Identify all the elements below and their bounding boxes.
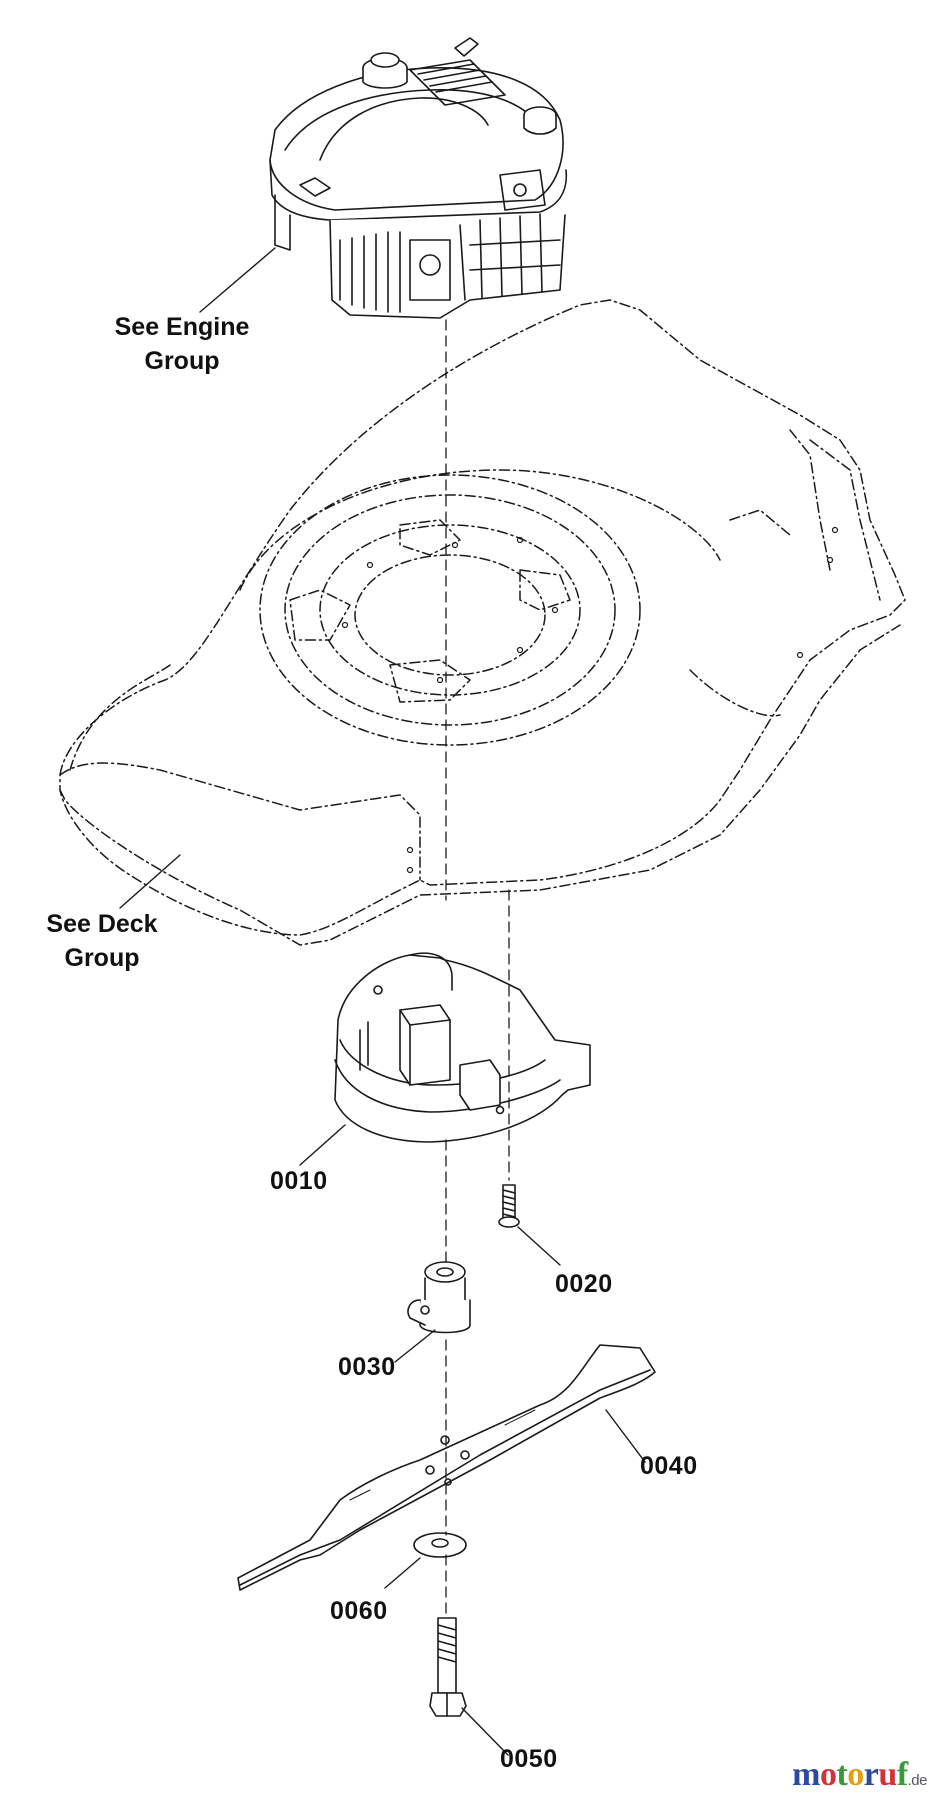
- watermark-letter: m: [792, 1756, 820, 1793]
- blade-adapter-illustration: [394, 1261, 471, 1363]
- part-number-0060: 0060: [330, 1597, 388, 1625]
- watermark-letter: o: [847, 1756, 864, 1793]
- part-number-0050: 0050: [500, 1745, 558, 1773]
- watermark-letter: f: [896, 1756, 908, 1793]
- motoruf-watermark-logo: motoruf.de: [792, 1756, 927, 1794]
- washer-illustration: [384, 1532, 467, 1589]
- engine-group-callout: See Engine Group: [98, 310, 266, 378]
- part-number-0010: 0010: [270, 1167, 328, 1195]
- part-number-0020: 0020: [555, 1270, 613, 1298]
- watermark-letters: motoruf: [792, 1756, 908, 1793]
- watermark-letter: u: [878, 1756, 897, 1793]
- watermark-suffix: .de: [907, 1772, 928, 1789]
- bolt-illustration: [429, 1617, 509, 1756]
- part-number-0040: 0040: [640, 1452, 698, 1480]
- blade-illustration: [237, 1344, 656, 1591]
- deck-group-callout-line1: See Deck: [46, 910, 158, 938]
- blade-adapter-housing-illustration: [299, 952, 591, 1166]
- watermark-letter: o: [819, 1756, 837, 1793]
- deck-group-callout-line2: Group: [64, 944, 140, 972]
- assembly-axis: [445, 319, 510, 1616]
- screw-illustration: [498, 1184, 561, 1266]
- engine-illustration: [199, 37, 568, 319]
- engine-group-callout-line1: See Engine: [114, 313, 250, 341]
- deck-illustration: [59, 299, 906, 946]
- part-number-0030: 0030: [338, 1353, 396, 1381]
- watermark-letter: r: [863, 1756, 879, 1793]
- engine-group-callout-line2: Group: [144, 347, 220, 375]
- watermark-letter: t: [836, 1756, 848, 1793]
- deck-holes: [341, 526, 839, 874]
- deck-group-callout: See Deck Group: [37, 907, 167, 975]
